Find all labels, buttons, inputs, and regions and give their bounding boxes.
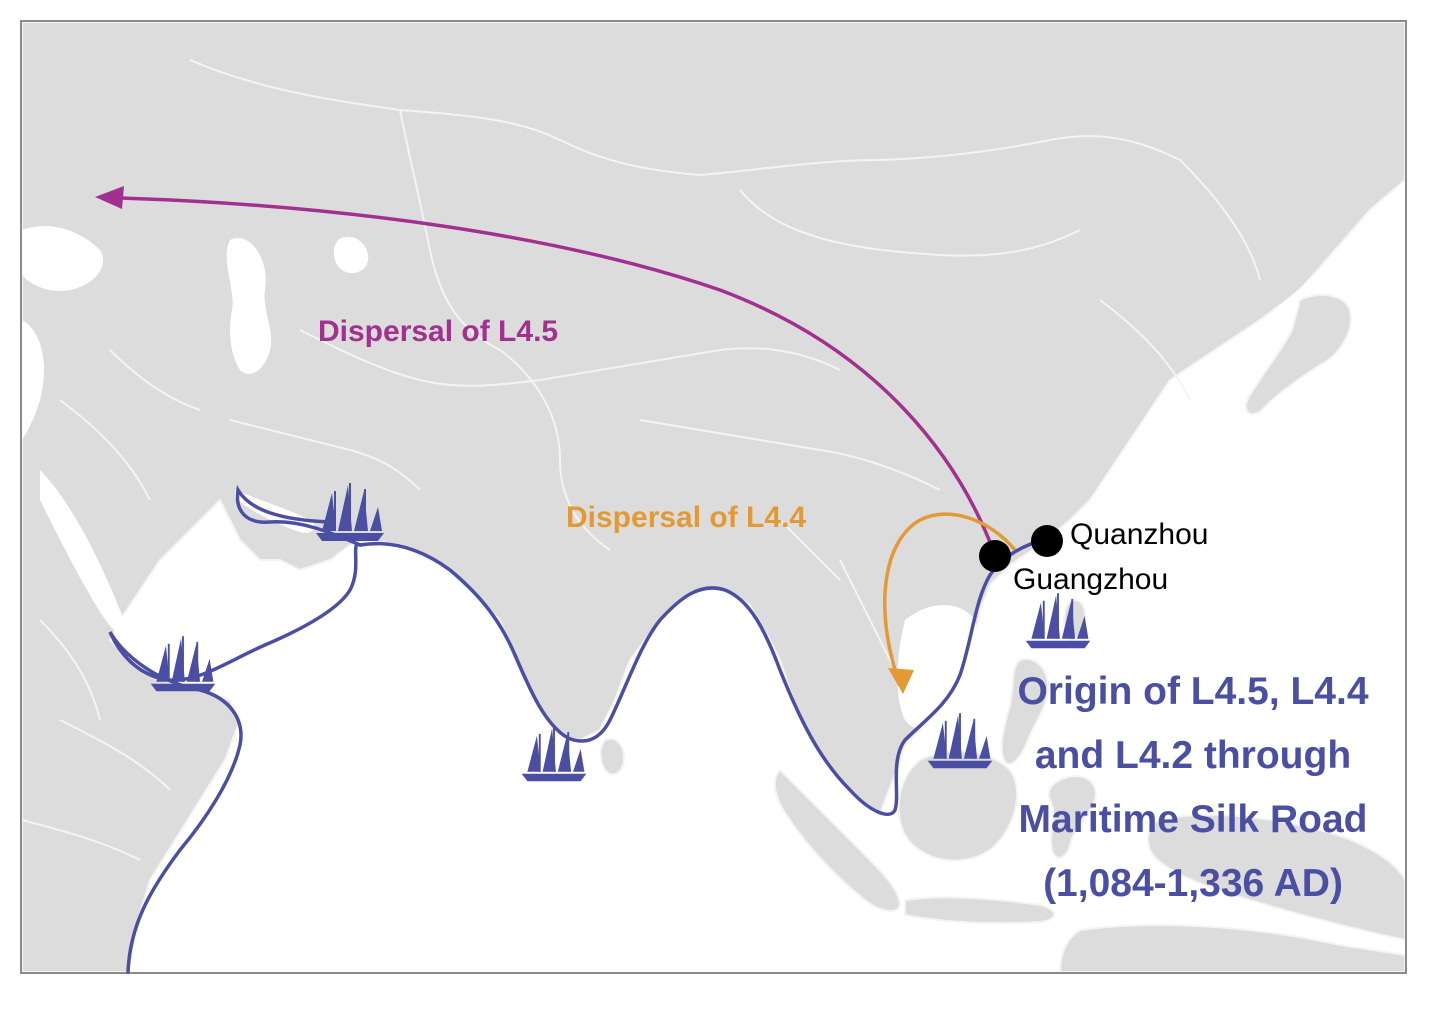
black-sea: [22, 226, 104, 291]
country-borders: [21, 59, 1261, 861]
aral-sea: [333, 236, 369, 274]
maritime-silk-road-route: [108, 538, 1047, 974]
south-china-sea: [897, 605, 979, 729]
land-australia-hint: [1058, 924, 1406, 973]
gulf-loop-route: [235, 484, 362, 547]
origin-caption-line: Origin of L4.5, L4.4: [1017, 670, 1368, 713]
land-new-guinea: [1147, 813, 1406, 942]
map-frame: [20, 20, 1407, 974]
land-java: [904, 896, 1056, 925]
red-sea: [40, 470, 123, 631]
l44-dispersal-arrow: [883, 512, 1017, 671]
l44-arrowhead-icon: [888, 668, 914, 694]
land-sri-lanka: [599, 737, 626, 776]
mediterranean-sea: [22, 320, 44, 440]
origin-caption-line: Maritime Silk Road: [1019, 798, 1368, 841]
label-dispersal-l44: Dispersal of L4.4: [566, 501, 806, 534]
origin-caption: Origin of L4.5, L4.4 and L4.2 through Ma…: [1017, 670, 1368, 905]
label-guangzhou: Guangzhou: [1013, 563, 1168, 596]
city-dot-icon: [1031, 525, 1063, 557]
land-sulawesi: [1047, 775, 1097, 859]
label-quanzhou: Quanzhou: [1070, 518, 1208, 551]
l45-arrowhead-icon: [95, 186, 124, 209]
city-dot-icon: [979, 540, 1011, 572]
land-japan: [1244, 293, 1352, 415]
bay-of-bengal: [600, 602, 795, 780]
land-sumatra: [773, 768, 902, 912]
label-dispersal-l45: Dispersal of L4.5: [318, 315, 558, 348]
land-masses: [21, 21, 1406, 973]
origin-caption-line: (1,084-1,336 AD): [1043, 862, 1343, 905]
origin-caption-line: and L4.2 through: [1035, 734, 1351, 777]
l45-dispersal-arrow: [119, 196, 997, 556]
land-philippines: [1000, 658, 1050, 765]
caspian-sea: [226, 238, 272, 374]
